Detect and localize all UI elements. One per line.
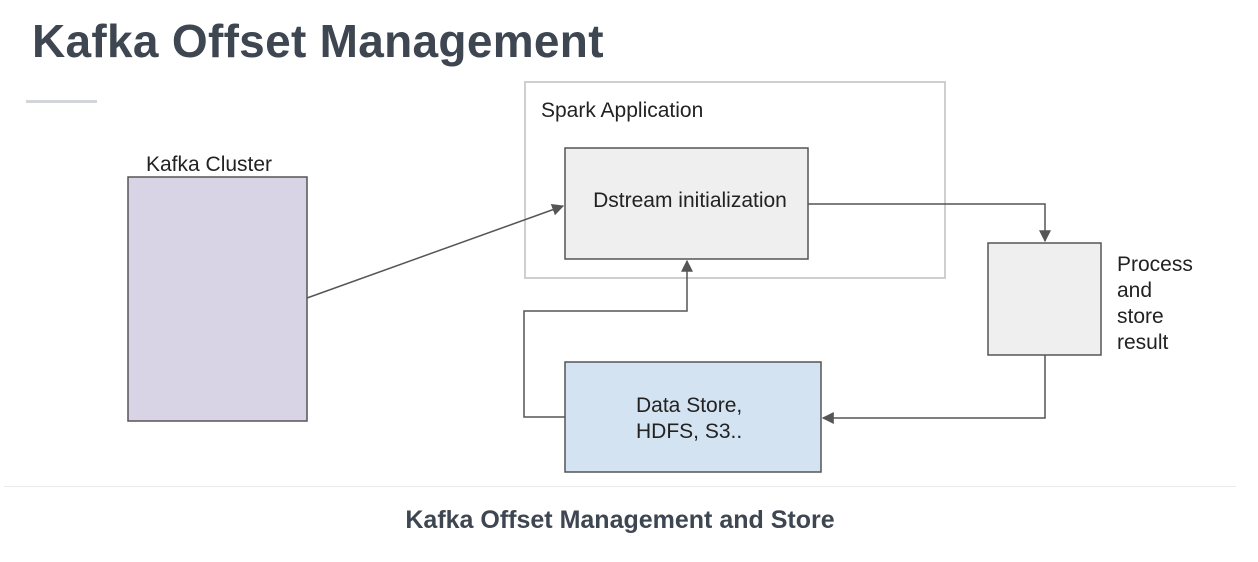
process-label-line: and bbox=[1117, 279, 1152, 302]
process-store-result-label: Process and store result bbox=[1117, 253, 1199, 354]
figure-caption: Kafka Offset Management and Store bbox=[405, 506, 835, 534]
process-label-line: Process bbox=[1117, 253, 1193, 276]
dstream-initialization-label: Dstream initialization bbox=[593, 189, 787, 212]
data-store-label: Data Store, HDFS, S3.. bbox=[636, 394, 748, 443]
data-store-box bbox=[564, 361, 822, 473]
data-store-label-line: Data Store, bbox=[636, 394, 742, 417]
data-store-label-line: HDFS, S3.. bbox=[636, 420, 742, 443]
title-underline bbox=[26, 100, 97, 103]
process-store-result-box bbox=[987, 242, 1102, 356]
arrow-dstream-to-process bbox=[808, 203, 1051, 243]
dstream-initialization-box bbox=[564, 147, 809, 260]
spark-application-label: Spark Application bbox=[541, 99, 703, 122]
process-label-line: result bbox=[1117, 331, 1169, 354]
kafka-offset-diagram: Spark Application Kafka Cluster Dstream … bbox=[127, 81, 1199, 473]
spark-application-container bbox=[524, 81, 946, 279]
caption-divider bbox=[4, 486, 1236, 487]
kafka-cluster-box bbox=[127, 176, 308, 422]
arrow-datastore-to-dstream bbox=[523, 259, 693, 418]
kafka-cluster-label: Kafka Cluster bbox=[146, 153, 272, 176]
process-label-line: store bbox=[1117, 305, 1164, 328]
arrow-process-to-datastore bbox=[821, 355, 1046, 424]
page-title: Kafka Offset Management bbox=[32, 15, 604, 67]
arrow-kafka-to-dstream bbox=[306, 204, 565, 299]
